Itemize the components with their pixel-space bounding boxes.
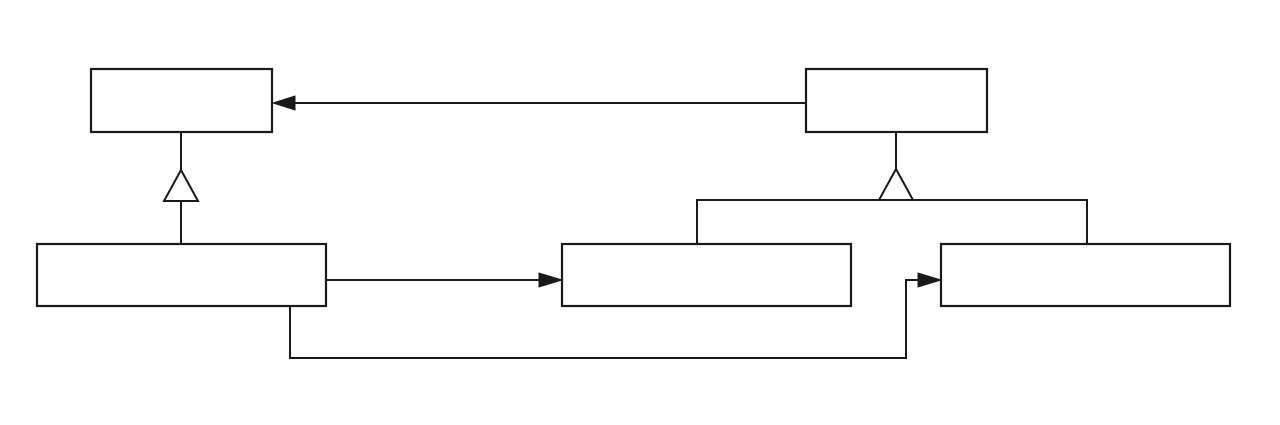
- inheritance-branch: [696, 199, 1088, 244]
- class-box-bottom-right: [939, 242, 1232, 308]
- inheritance-triangle-right: [877, 166, 915, 201]
- inheritance-triangle-left: [162, 167, 200, 202]
- class-box-bottom-middle: [560, 242, 853, 308]
- arrowhead-bottom-middle: [538, 272, 564, 288]
- class-box-top-left: [89, 67, 274, 134]
- arrowhead-bottom-right: [917, 272, 943, 288]
- class-box-top-right: [804, 67, 989, 134]
- association-line-bottom: [289, 279, 920, 359]
- class-box-bottom-left: [35, 242, 328, 308]
- arrowhead-top-left: [271, 95, 296, 111]
